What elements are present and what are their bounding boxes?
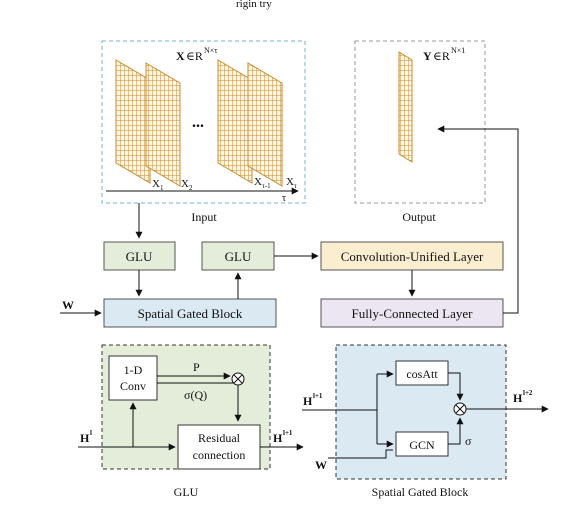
input-math-sup: N×τ bbox=[204, 46, 218, 55]
fully-connected-label: Fully-Connected Layer bbox=[352, 306, 474, 321]
conv-1d-box bbox=[108, 355, 158, 401]
sgb-h-out: H bbox=[513, 391, 523, 405]
input-math-base: X bbox=[176, 49, 185, 63]
x2-sub: 2 bbox=[189, 184, 193, 192]
glu-h-in: H bbox=[80, 431, 90, 445]
multiply-icon bbox=[231, 372, 245, 386]
conv-unified-label: Convolution-Unified Layer bbox=[341, 249, 484, 264]
xtm1-sub: τ-1 bbox=[262, 182, 271, 190]
x2-label: X bbox=[181, 178, 189, 190]
input-frame-1 bbox=[115, 59, 151, 184]
header-fragment: rigin try bbox=[236, 0, 272, 10]
output-frame bbox=[398, 51, 413, 163]
input-ellipsis: ... bbox=[192, 114, 204, 131]
output-math-sup: N×1 bbox=[451, 46, 465, 55]
arrow-fc-to-output bbox=[437, 125, 519, 314]
fully-connected-block bbox=[320, 298, 504, 328]
conv-1d-line2: Conv bbox=[120, 379, 146, 393]
glu-caption: GLU bbox=[174, 485, 199, 499]
residual-box bbox=[177, 424, 261, 470]
sgb-h-in: H bbox=[303, 394, 313, 408]
residual-line2: connection bbox=[193, 448, 246, 462]
sgb-sigma: σ bbox=[465, 434, 472, 448]
input-caption: Input bbox=[191, 210, 217, 224]
cosatt-label: cosAtt bbox=[406, 367, 438, 381]
sgb-caption: Spatial Gated Block bbox=[372, 485, 469, 499]
input-frame-4 bbox=[247, 62, 283, 187]
input-math-set: ∈R bbox=[186, 49, 203, 63]
sgb-h-out-sup: l+2 bbox=[523, 389, 533, 397]
glu-h-in-sup: l bbox=[90, 429, 92, 437]
gcn-box bbox=[395, 431, 449, 457]
input-frame-2 bbox=[145, 62, 181, 187]
output-panel bbox=[354, 40, 486, 204]
residual-line1: Residual bbox=[198, 431, 241, 445]
input-frame-3 bbox=[217, 59, 253, 184]
conv-1d-line1: 1-D bbox=[124, 363, 143, 377]
spatial-gated-block bbox=[103, 298, 277, 328]
glu-right-label: GLU bbox=[225, 249, 252, 264]
arrow-gcn-to-mult bbox=[448, 417, 464, 445]
sigma-q-label: σ(Q) bbox=[184, 388, 207, 402]
time-axis-label: τ bbox=[282, 193, 286, 204]
sgb-multiply-icon bbox=[453, 402, 467, 416]
sgb-w-label: W bbox=[315, 458, 327, 472]
xt-sub: τ bbox=[294, 182, 297, 190]
output-math-base: Y bbox=[423, 49, 432, 63]
glu-h-out-sup: l+1 bbox=[283, 429, 293, 437]
glu-left-block bbox=[103, 241, 176, 271]
output-math-set: ∈R bbox=[433, 49, 450, 63]
gcn-label: GCN bbox=[409, 438, 435, 452]
w-label: W bbox=[62, 298, 74, 312]
sgb-h-in-sup: l+1 bbox=[313, 392, 323, 400]
arrow-cosatt-to-mult bbox=[448, 372, 464, 401]
p-label: P bbox=[193, 360, 200, 374]
xt-label: X bbox=[286, 176, 294, 188]
spatial-gated-label: Spatial Gated Block bbox=[138, 306, 243, 321]
x1-sub: 1 bbox=[160, 184, 164, 192]
cosatt-box bbox=[395, 360, 449, 386]
conv-unified-block bbox=[320, 241, 504, 271]
glu-left-label: GLU bbox=[126, 249, 153, 264]
x1-label: X bbox=[152, 178, 160, 190]
glu-h-out: H bbox=[273, 431, 283, 445]
xtm1-label: X bbox=[254, 176, 262, 188]
output-caption: Output bbox=[402, 210, 436, 224]
